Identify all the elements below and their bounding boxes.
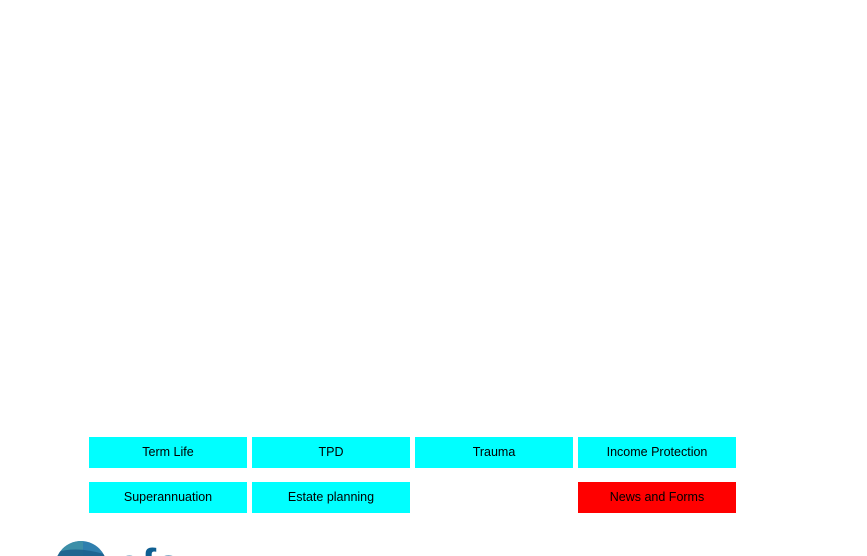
nav-cell-tpd: TPD	[252, 437, 410, 468]
nav-row-2: Superannuation Estate planning News and …	[89, 482, 736, 513]
nav-button-trauma[interactable]: Trauma	[415, 437, 573, 468]
nav-cell-news-and-forms: News and Forms	[578, 482, 736, 513]
nav-cell-estate-planning: Estate planning	[252, 482, 410, 513]
content-area	[0, 0, 867, 437]
nav-button-estate-planning[interactable]: Estate planning	[252, 482, 410, 513]
nav-cell-trauma: Trauma	[415, 437, 573, 468]
logo-wordmark: afs	[117, 540, 181, 556]
nav-cell-income-protection: Income Protection	[578, 437, 736, 468]
nav-cell-superannuation: Superannuation	[89, 482, 247, 513]
nav-cell-term-life: Term Life	[89, 437, 247, 468]
nav-button-tpd[interactable]: TPD	[252, 437, 410, 468]
brand-logo[interactable]: afs	[53, 533, 313, 556]
nav-button-news-and-forms[interactable]: News and Forms	[578, 482, 736, 513]
nav-button-grid: Term Life TPD Trauma Income Protection S…	[89, 437, 736, 513]
nav-row-1: Term Life TPD Trauma Income Protection	[89, 437, 736, 468]
nav-button-term-life[interactable]: Term Life	[89, 437, 247, 468]
globe-swoosh-icon: afs	[55, 540, 181, 556]
nav-button-income-protection[interactable]: Income Protection	[578, 437, 736, 468]
nav-cell-empty-slot	[415, 482, 573, 513]
nav-button-superannuation[interactable]: Superannuation	[89, 482, 247, 513]
nav-empty-placeholder	[415, 482, 573, 513]
